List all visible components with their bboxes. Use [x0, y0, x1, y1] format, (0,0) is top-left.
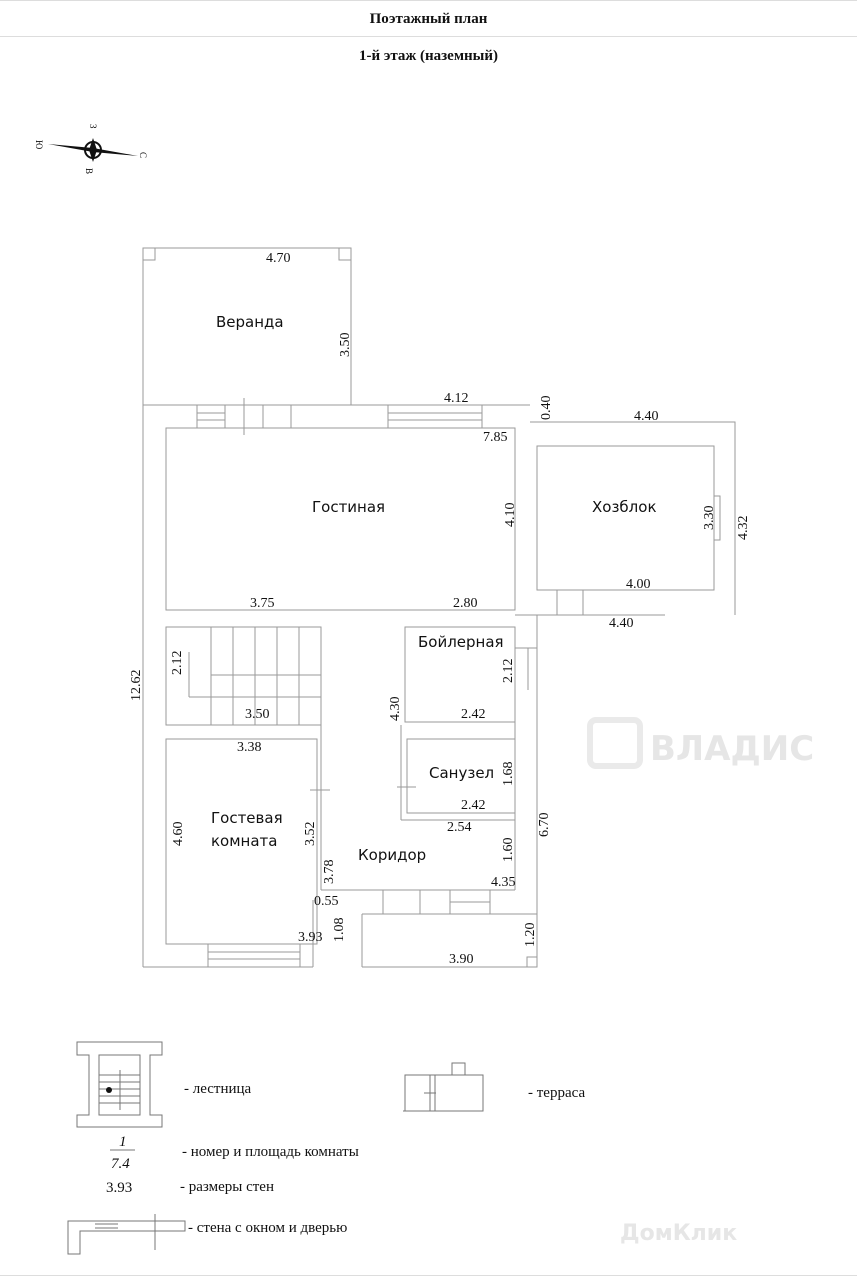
dimension-labels-vertical: 3.50 0.40 4.10 3.30 4.32 12.62 2.12 2.12…: [129, 333, 751, 948]
dim: 2.42: [461, 707, 486, 722]
dimension-labels: 4.70 4.12 4.40 7.85 4.00 4.40 3.75 2.80 …: [237, 251, 659, 967]
dim: 4.35: [491, 875, 516, 890]
dim: 3.38: [237, 740, 262, 755]
dim: 3.93: [298, 930, 323, 945]
floor-subtitle: 1-й этаж (наземный): [358, 48, 499, 64]
compass-west: Ю: [34, 140, 44, 149]
dim: 1.20: [523, 923, 538, 948]
compass-north: З: [88, 124, 98, 129]
legend-stairs-label: - лестница: [184, 1081, 252, 1097]
dim: 3.75: [250, 596, 275, 611]
dim: 4.30: [388, 697, 403, 722]
legend-terrace-label: - терраса: [528, 1085, 585, 1101]
watermark-domclick: ДомКлик: [620, 1221, 737, 1246]
compass-east: С: [138, 152, 148, 158]
dim: 4.12: [444, 391, 469, 406]
watermark-logo: ВЛАДИС ДомКлик: [587, 717, 814, 1246]
dim: 4.40: [634, 409, 659, 424]
dim: 1.68: [501, 762, 516, 787]
dim: 4.10: [503, 503, 518, 528]
dim: 0.55: [314, 894, 339, 909]
dim: 4.40: [609, 616, 634, 631]
dim: 1.60: [501, 838, 516, 863]
dim: 3.90: [449, 952, 474, 967]
bottom-divider: [0, 1275, 857, 1276]
room-corridor: Коридор: [358, 846, 426, 864]
dim: 3.52: [303, 822, 318, 847]
legend: - лестница - терраса 1 7.4 - номер и пло…: [67, 1041, 585, 1255]
dim: 2.12: [170, 651, 185, 676]
dim: 3.50: [338, 333, 353, 358]
dim: 7.85: [483, 430, 508, 445]
legend-room-label: - номер и площадь комнаты: [182, 1144, 359, 1160]
room-living: Гостиная: [312, 498, 385, 516]
legend-wall-size-label: - размеры стен: [180, 1179, 274, 1195]
room-utility: Хозблок: [592, 498, 657, 516]
page-title: Поэтажный план: [0, 0, 857, 37]
room-guest-line1: Гостевая: [211, 809, 283, 827]
walls: [142, 247, 736, 968]
watermark-text: ВЛАДИС: [650, 729, 814, 769]
terrace-legend-icon: [403, 1062, 484, 1112]
dim: 2.42: [461, 798, 486, 813]
dim: 3.50: [245, 707, 270, 722]
dim: 2.80: [453, 596, 478, 611]
room-veranda: Веранда: [216, 313, 284, 331]
dim: 3.30: [702, 506, 717, 531]
dim: 4.32: [736, 516, 751, 541]
legend-room-number: 1: [119, 1134, 127, 1150]
dim: 3.78: [322, 860, 337, 885]
dim: 12.62: [129, 670, 144, 702]
room-guest-line2: комната: [211, 832, 277, 850]
dim: 6.70: [537, 813, 552, 838]
legend-room-area: 7.4: [111, 1156, 130, 1172]
compass-south: В: [84, 168, 94, 174]
dim: 0.40: [539, 396, 554, 421]
dim: 4.70: [266, 251, 291, 266]
room-boiler: Бойлерная: [418, 633, 504, 651]
dim: 1.08: [332, 918, 347, 943]
wall-window-door-legend-icon: [67, 1214, 186, 1255]
dim: 4.60: [171, 822, 186, 847]
stairs-legend-icon: [76, 1041, 163, 1128]
legend-wall-window-door-label: - стена с окном и дверью: [188, 1220, 347, 1236]
compass-icon: З В С Ю: [34, 124, 148, 174]
legend-wall-size-sample: 3.93: [106, 1180, 132, 1196]
dim: 2.12: [501, 659, 516, 684]
dim: 4.00: [626, 577, 651, 592]
room-bathroom: Санузел: [429, 764, 494, 782]
dim: 2.54: [447, 820, 472, 835]
